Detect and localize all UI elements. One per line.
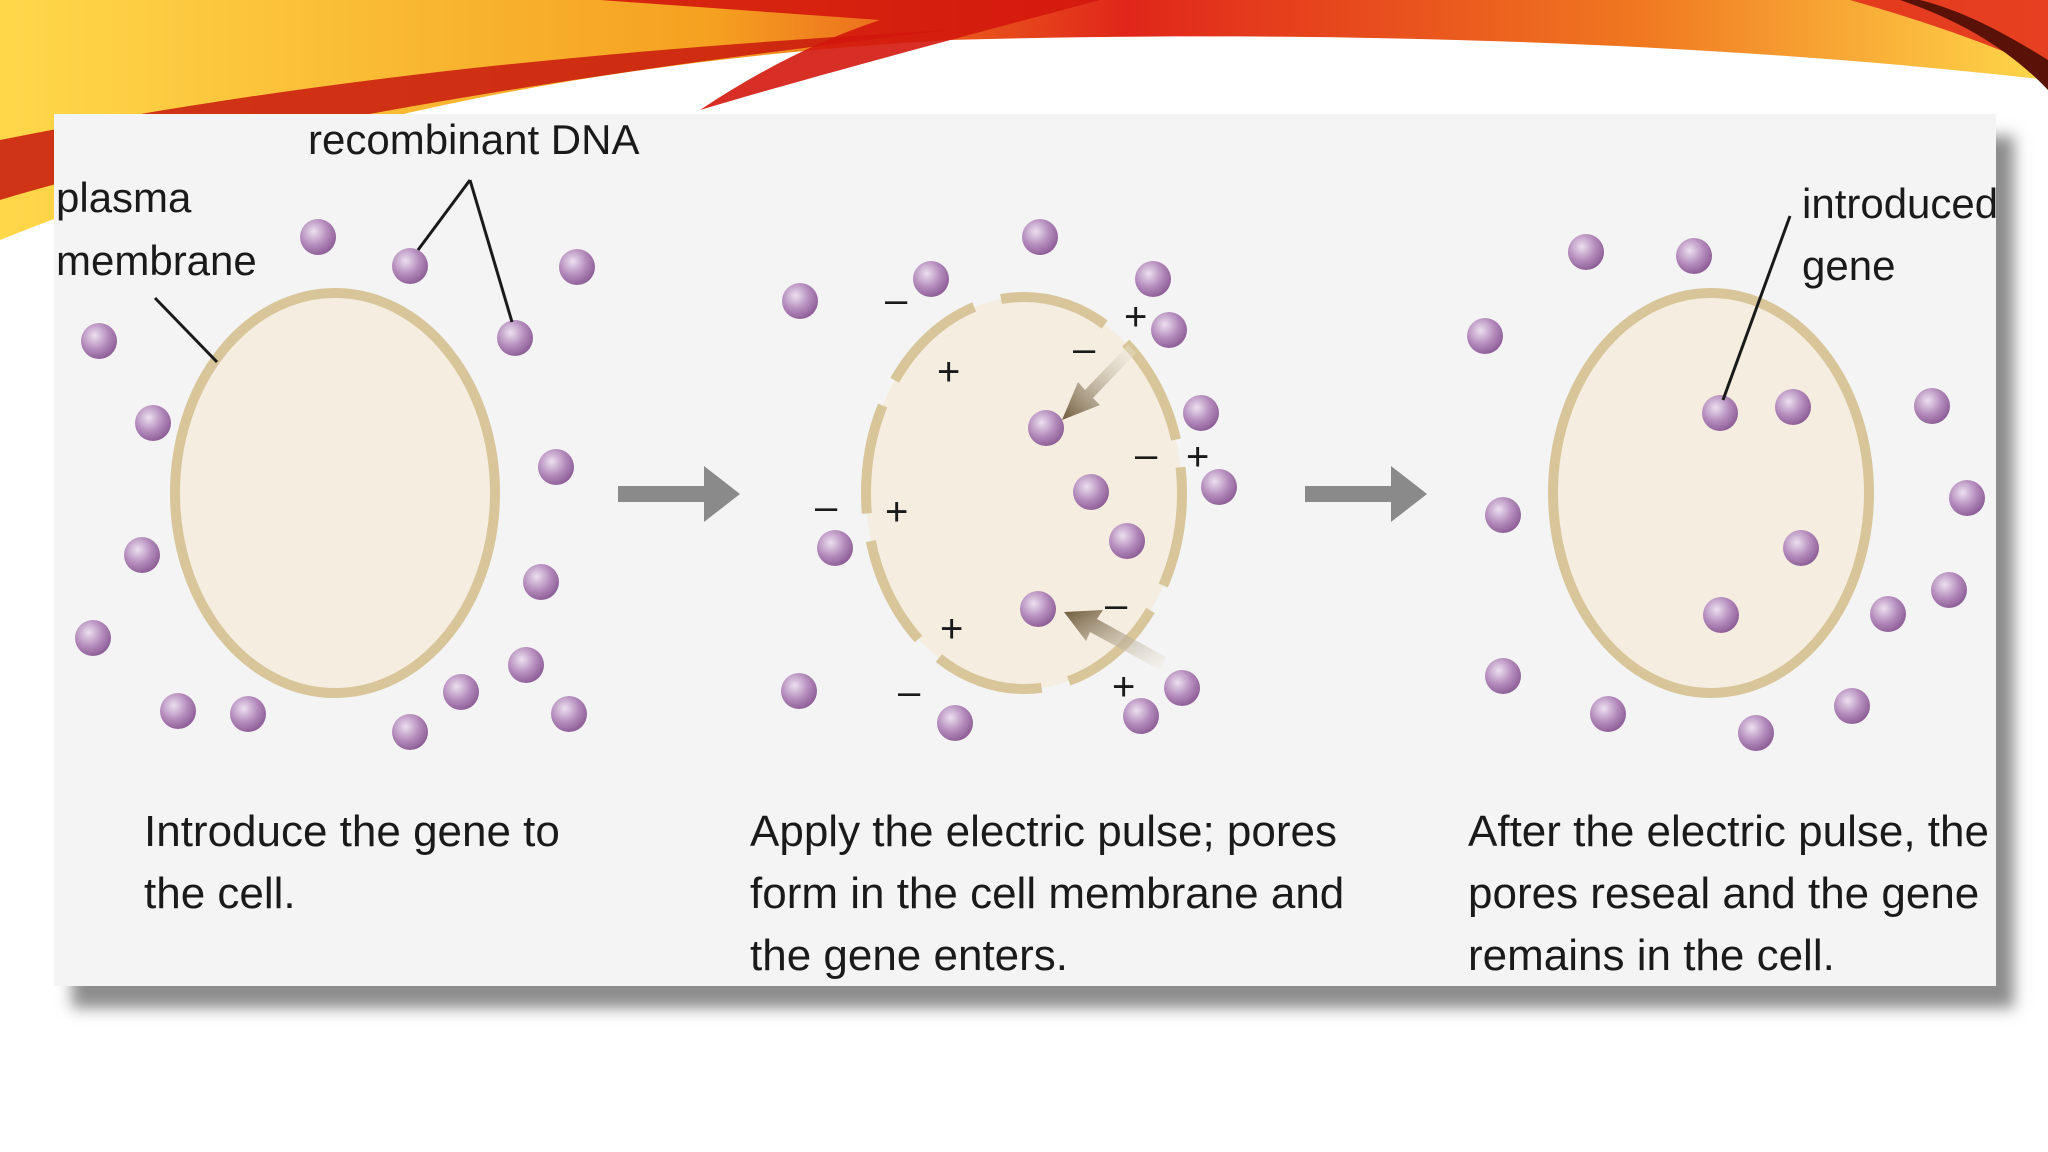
dna-particle [443,674,479,710]
dna-particle [1590,696,1626,732]
cell-1-leader-lines [153,179,514,364]
cell-3-resealed-membrane [1548,288,1874,698]
dna-particle [81,323,117,359]
minus-charge: – [898,670,921,714]
dna-particle [1738,715,1774,751]
dna-particle [913,261,949,297]
dna-particle [937,705,973,741]
caption-step-3: After the electric pulse, the pores rese… [1468,807,1989,980]
dna-particle [1949,480,1985,516]
dna-particle [300,219,336,255]
dna-particle [135,405,171,441]
plus-charge: + [940,607,963,651]
process-arrow-1 [618,466,740,522]
minus-charge: – [815,485,838,529]
dna-particle [782,283,818,319]
cell-2-charges: – + + – – + – + + – – + [815,278,1209,714]
dna-particle [1020,591,1056,627]
introduced-gene-particle [1703,597,1739,633]
introduced-gene-label-line-1: introduced [1802,180,1998,227]
caption-line: Introduce the gene to [144,807,560,856]
process-arrow-2 [1305,466,1427,522]
dna-particle [1123,698,1159,734]
recombinant-dna-label: recombinant DNA [308,116,639,163]
cell-1-cytoplasm [175,293,495,693]
caption-line: the gene enters. [750,931,1068,980]
dna-particle [392,714,428,750]
dna-particle [1183,395,1219,431]
dna-particle [160,693,196,729]
cell-2-cytoplasm [866,297,1182,689]
dna-particle [538,449,574,485]
plus-charge: + [1112,665,1135,709]
cell-2-dna-particles [781,219,1237,741]
entry-arrow-upper [1062,345,1136,420]
dna-particle [1022,219,1058,255]
introduced-gene-particle [1783,530,1819,566]
plus-charge: + [1186,435,1209,479]
cell-3 [1548,288,1874,698]
caption-step-2: Apply the electric pulse; pores form in … [750,807,1344,980]
introduced-gene-particle [1775,389,1811,425]
caption-line: pores reseal and the gene [1468,869,1979,918]
dna-particle [817,530,853,566]
plasma-membrane-label-line-2: membrane [56,237,257,284]
dna-particle [508,647,544,683]
minus-charge: – [1073,327,1096,371]
cell-2 [861,292,1187,694]
minus-charge: – [1135,433,1158,477]
dna-particle [1151,312,1187,348]
minus-charge: – [1105,583,1128,627]
caption-line: remains in the cell. [1468,931,1835,980]
dna-particle [392,248,428,284]
cell-3-dna-particles [1467,234,1985,751]
dna-particle [1870,596,1906,632]
dna-particle [551,696,587,732]
dna-particle [559,249,595,285]
dna-particle [1467,318,1503,354]
introduced-gene-label-line-2: gene [1802,242,1895,289]
cell-1 [170,288,500,698]
dna-particle [124,537,160,573]
dna-particle [1834,688,1870,724]
dna-particle [1676,238,1712,274]
plus-charge: + [937,350,960,394]
dna-particle [75,620,111,656]
cell-1-dna-particles [75,219,595,750]
dna-particle [1028,410,1064,446]
plasma-membrane-label-line-1: plasma [56,174,192,221]
dna-particle [1073,474,1109,510]
plus-charge: + [885,490,908,534]
cell-2-entry-arrows [1062,345,1166,670]
dna-particle [523,564,559,600]
dna-particle [230,696,266,732]
minus-charge: – [885,278,908,322]
caption-line: After the electric pulse, the [1468,807,1989,856]
caption-step-1: Introduce the gene to the cell. [144,807,560,918]
caption-line: the cell. [144,869,296,918]
dna-particle [1135,261,1171,297]
caption-line: form in the cell membrane and [750,869,1344,918]
plus-charge: + [1124,295,1147,339]
cell-1-plasma-membrane [170,288,500,698]
dna-particle [1164,670,1200,706]
dna-particle [1485,497,1521,533]
dna-particle [1109,523,1145,559]
dna-particle [1485,658,1521,694]
dna-particle [497,320,533,356]
introduced-gene-particle [1702,395,1738,431]
caption-line: Apply the electric pulse; pores [750,807,1337,856]
dna-particle [1201,469,1237,505]
entry-arrow-lower [1064,610,1166,670]
dna-particle [1568,234,1604,270]
dna-particle [781,673,817,709]
cell-2-porated-membrane [861,292,1187,694]
cell-3-leader-line [1721,215,1792,401]
dna-particle [1914,388,1950,424]
dna-particle [1931,572,1967,608]
